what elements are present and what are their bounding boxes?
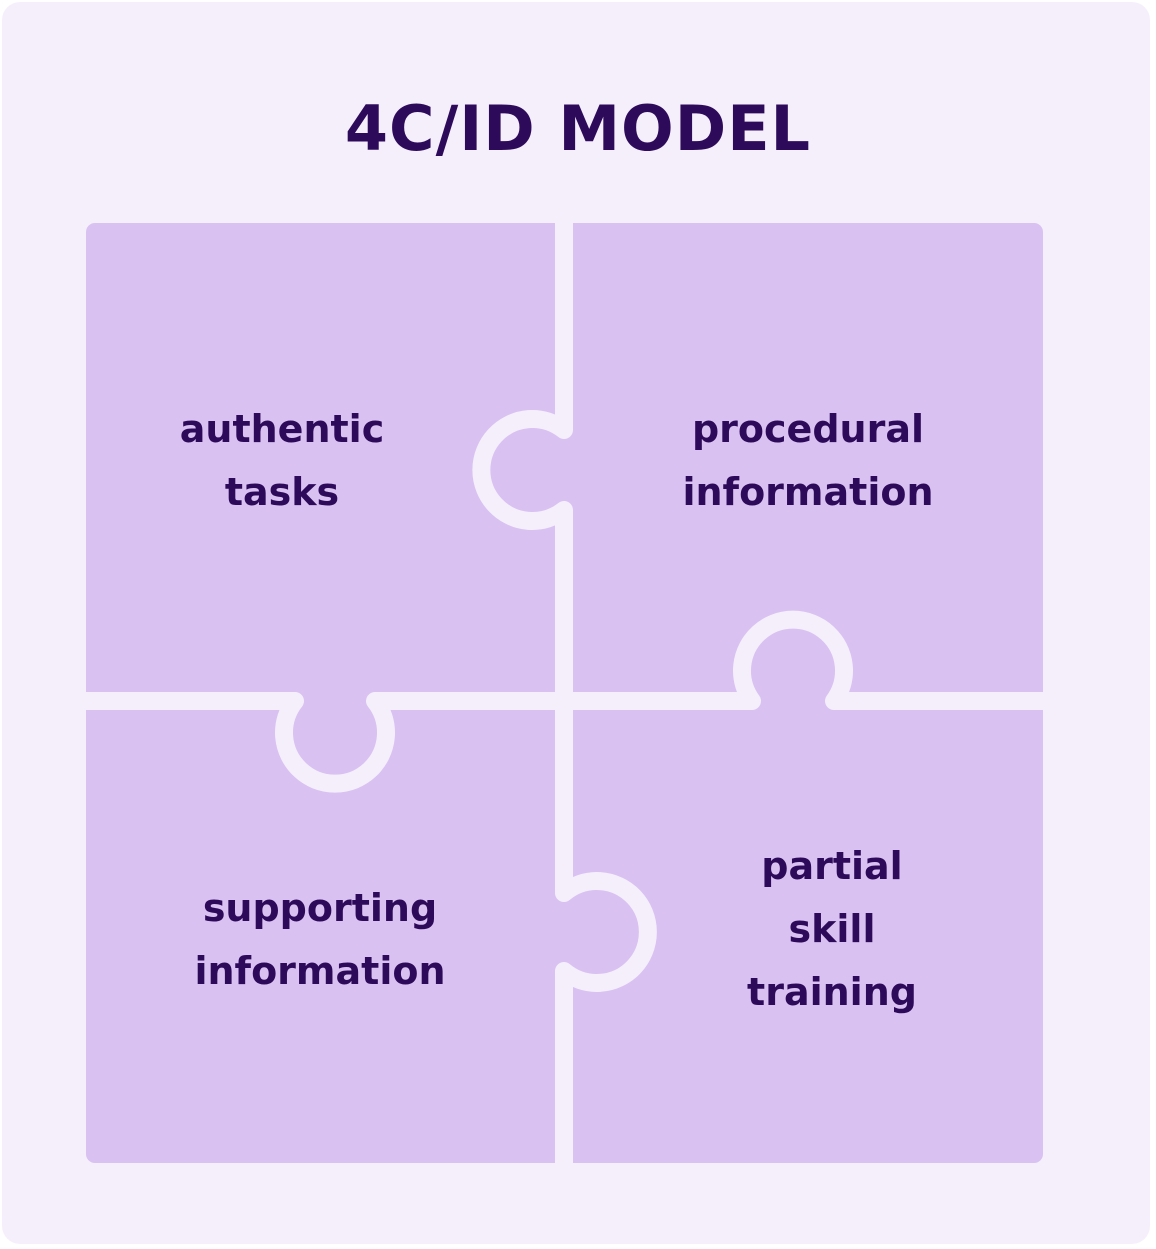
- piece-partial-skill-training: partial skill training: [632, 835, 1032, 1024]
- piece-label-line: procedural: [691, 407, 924, 451]
- piece-label-line: tasks: [224, 470, 340, 514]
- diagram-title: 4C/ID MODEL: [344, 92, 812, 165]
- piece-label-line: training: [747, 970, 917, 1014]
- piece-label-line: supporting: [202, 886, 438, 930]
- piece-supporting-information: supporting information: [120, 877, 520, 1003]
- horizontal-seam: [69, 610, 1059, 793]
- piece-label-line: information: [194, 949, 446, 993]
- piece-procedural-information: procedural information: [608, 398, 1008, 524]
- piece-label-line: authentic: [179, 407, 385, 451]
- piece-label-line: information: [682, 470, 934, 514]
- piece-label-line: skill: [788, 907, 876, 951]
- piece-label-line: partial: [761, 844, 903, 888]
- piece-authentic-tasks: authentic tasks: [82, 398, 482, 524]
